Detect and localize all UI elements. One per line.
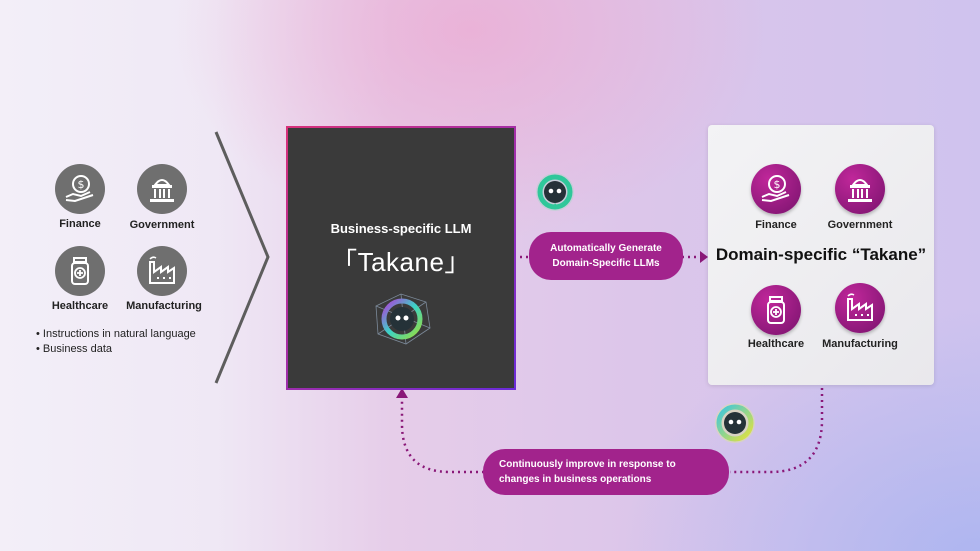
healthcare-label: Healthcare xyxy=(747,338,805,350)
input-chevron xyxy=(214,131,270,384)
healthcare-icon xyxy=(751,285,801,335)
government-label: Government xyxy=(827,219,893,231)
core-title: 「Takane」 xyxy=(331,247,471,277)
finance-label: Finance xyxy=(755,219,797,231)
healthcare-label: Healthcare xyxy=(51,300,109,312)
government-icon xyxy=(835,164,885,214)
government-label: Government xyxy=(129,219,195,231)
feedback-path-left xyxy=(400,398,484,474)
finance-icon: $ xyxy=(751,164,801,214)
svg-text:$: $ xyxy=(774,178,781,191)
output-title: Domain-specific “Takane” xyxy=(715,245,927,264)
generate-line-2: Domain-Specific LLMs xyxy=(552,258,660,269)
core-robot-icon xyxy=(375,293,431,345)
feedback-arrowhead xyxy=(396,388,408,398)
robot-icon xyxy=(715,403,755,443)
core-llm-box: Business-specific LLM 「Takane」 xyxy=(286,126,516,390)
core-subtitle: Business-specific LLM xyxy=(330,221,472,236)
manufacturing-label: Manufacturing xyxy=(126,300,202,312)
manufacturing-label: Manufacturing xyxy=(822,338,898,350)
improve-line-1: Continuously improve in response to xyxy=(499,459,676,470)
bullet-item: • Instructions in natural language xyxy=(36,328,196,340)
improve-pill: Continuously improve in response to chan… xyxy=(483,449,729,495)
robot-icon xyxy=(536,173,574,211)
finance-label: Finance xyxy=(59,218,101,230)
improve-line-2: changes in business operations xyxy=(499,474,652,485)
input-bullet-list: • Instructions in natural language • Bus… xyxy=(36,327,196,357)
generate-pill: Automatically Generate Domain-Specific L… xyxy=(529,232,683,280)
government-icon xyxy=(137,164,187,214)
healthcare-icon xyxy=(55,246,105,296)
manufacturing-icon xyxy=(835,283,885,333)
finance-icon: $ xyxy=(55,164,105,214)
manufacturing-icon xyxy=(137,246,187,296)
bullet-item: • Business data xyxy=(36,343,113,355)
generate-line-1: Automatically Generate xyxy=(550,243,662,254)
output-box: $ Finance Government Domain-specific “Ta… xyxy=(708,125,934,385)
svg-text:$: $ xyxy=(78,178,85,191)
output-arrowhead xyxy=(700,251,708,263)
